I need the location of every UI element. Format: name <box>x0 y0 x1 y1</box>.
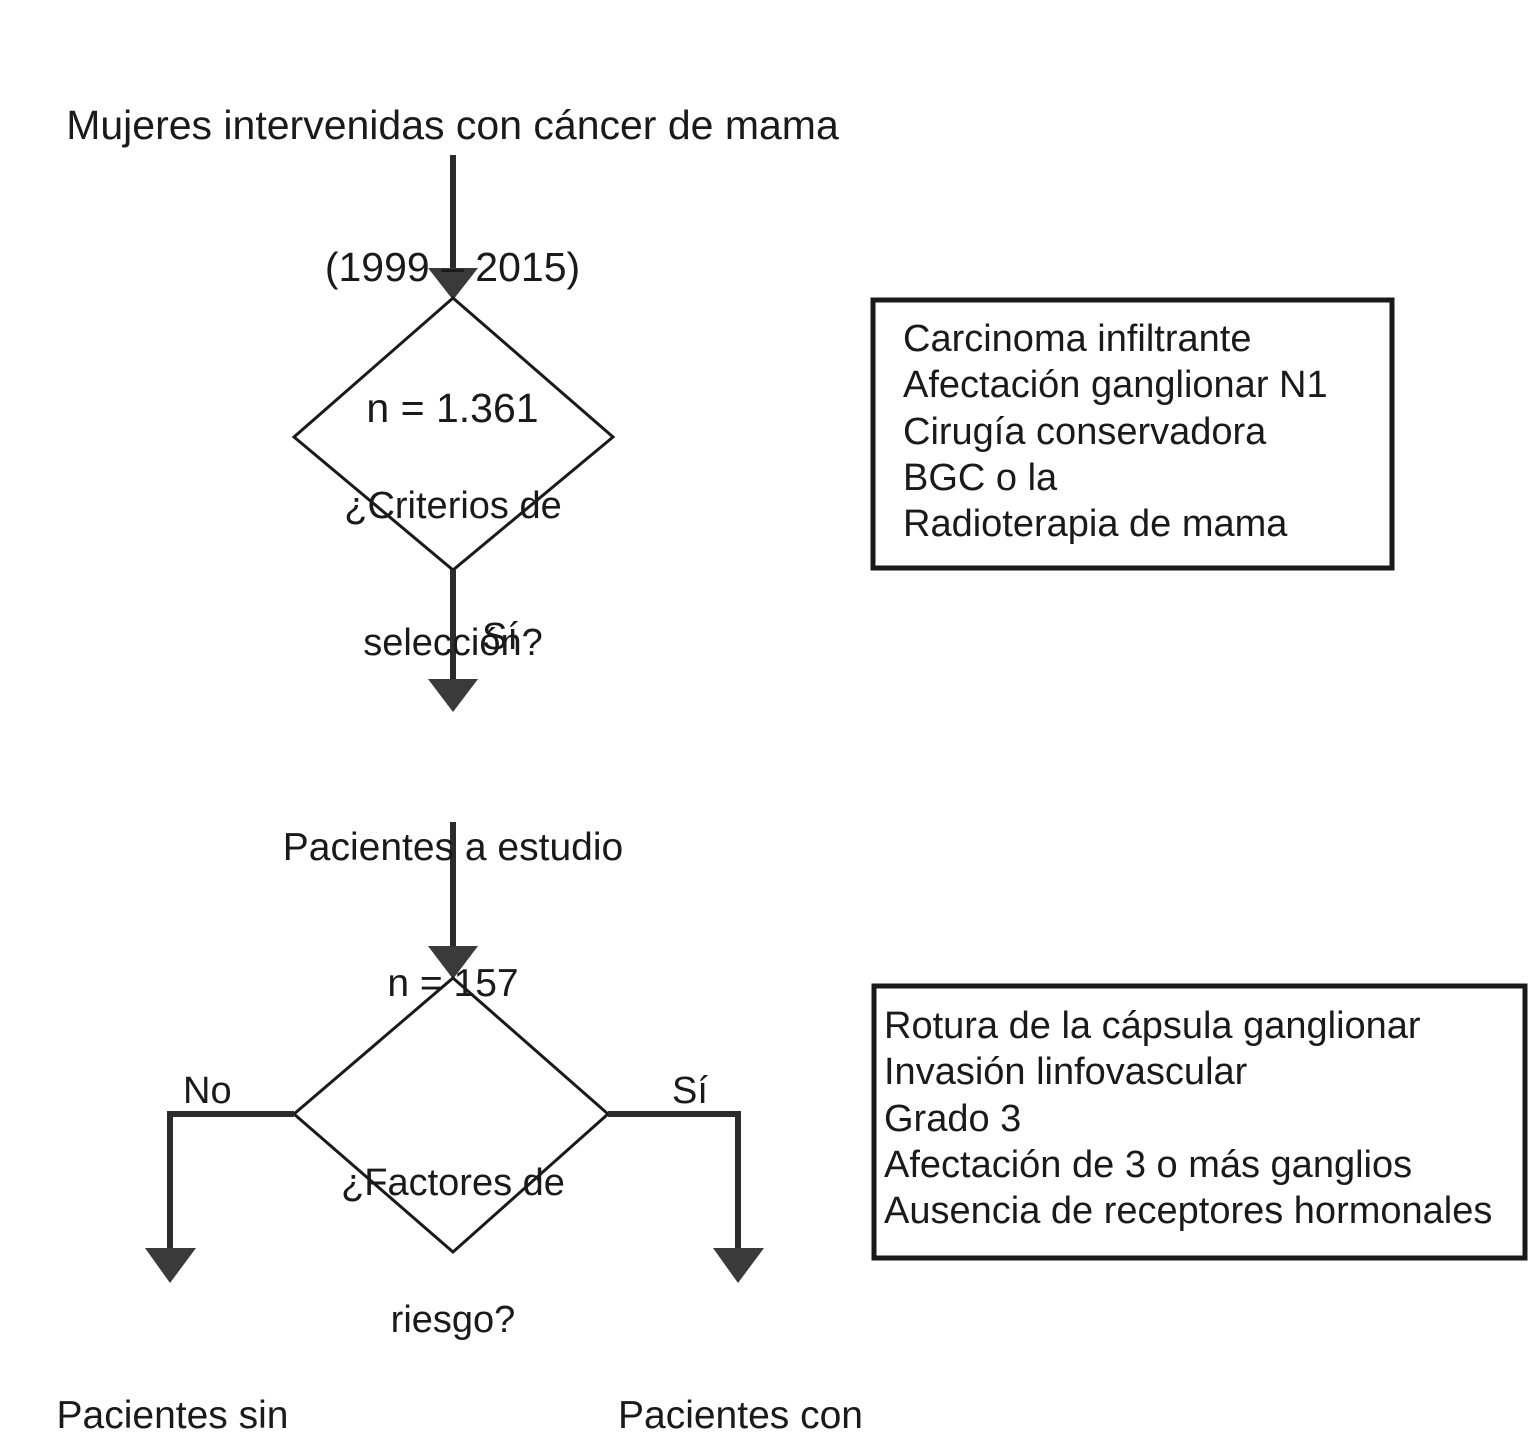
decision-factores-label: ¿Factores de riesgo? <box>303 1070 603 1435</box>
edge-label-si-criterios: Sí <box>482 616 518 658</box>
connector-title-to-decision1 <box>428 155 478 300</box>
node-pacientes-con-rt: Pacientes con radioterapia axilar n = 43 <box>568 1303 913 1443</box>
terminal-left-line-1: Pacientes sin <box>56 1394 289 1438</box>
edge-label-no-factores: No <box>183 1070 232 1112</box>
edge-label-si-factores: Sí <box>672 1070 708 1112</box>
decision-criterios-line-1: ¿Criterios de <box>344 485 562 528</box>
decision-factores-shape <box>291 976 611 1254</box>
node-pacientes-estudio: Pacientes a estudio n = 157 <box>253 735 653 1097</box>
connector-study-to-decision2 <box>428 822 478 979</box>
node-pacientes-sin-rt: Pacientes sin radioterapia axilar n = 11… <box>0 1303 345 1443</box>
title-line-1: Mujeres intervenidas con cáncer de mama <box>66 102 839 149</box>
node-title-cohort: Mujeres intervenidas con cáncer de mama … <box>0 8 905 527</box>
connector-decision1-to-study <box>428 570 478 712</box>
criteria-box-outline <box>870 297 1395 571</box>
decision-factores-line-2: riesgo? <box>390 1298 516 1341</box>
estudio-line-2: n = 157 <box>387 962 519 1006</box>
terminal-right-line-1: Pacientes con <box>618 1394 863 1438</box>
title-line-3: n = 1.361 <box>366 385 539 432</box>
connector-decision2-si <box>608 1111 764 1283</box>
estudio-line-1: Pacientes a estudio <box>282 826 624 870</box>
decision-criterios-line-2: selección? <box>363 621 543 664</box>
risk-factors-box-outline <box>871 983 1528 1261</box>
risk-factors-box-list: Rotura de la cápsula ganglionar Invasión… <box>884 1005 1493 1233</box>
decision-factores-line-1: ¿Factores de <box>341 1162 565 1205</box>
title-line-2: (1999 – 2015) <box>324 243 581 290</box>
decision-criterios-label: ¿Criterios de selección? <box>303 393 603 758</box>
connector-decision2-no <box>145 1111 294 1283</box>
criteria-box-list: Carcinoma infiltrante Afectación ganglio… <box>903 318 1328 546</box>
